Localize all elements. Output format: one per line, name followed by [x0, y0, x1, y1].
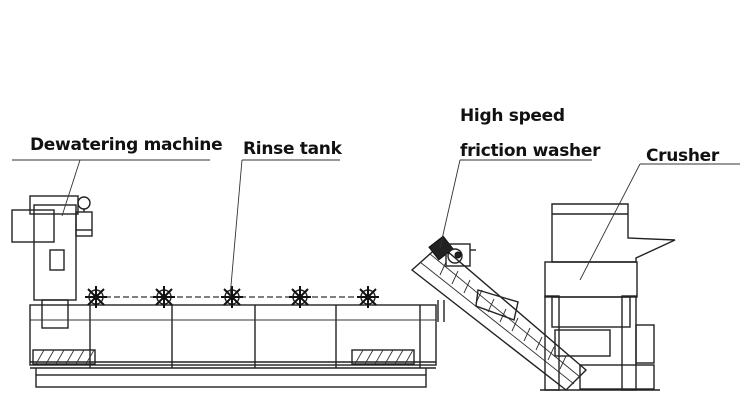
dewatering-machine — [11, 195, 93, 329]
rinse-tank — [29, 296, 437, 388]
crusher — [540, 203, 676, 391]
friction-washer — [410, 235, 588, 391]
paddle-wheels — [85, 286, 379, 308]
label-crusher: Crusher — [646, 146, 719, 166]
leader-lines — [12, 159, 740, 298]
label-dewatering-machine: Dewatering machine — [30, 135, 223, 155]
label-rinse-tank: Rinse tank — [243, 139, 342, 159]
label-friction-washer: friction washer — [460, 141, 601, 161]
label-high-speed: High speed — [460, 106, 565, 126]
